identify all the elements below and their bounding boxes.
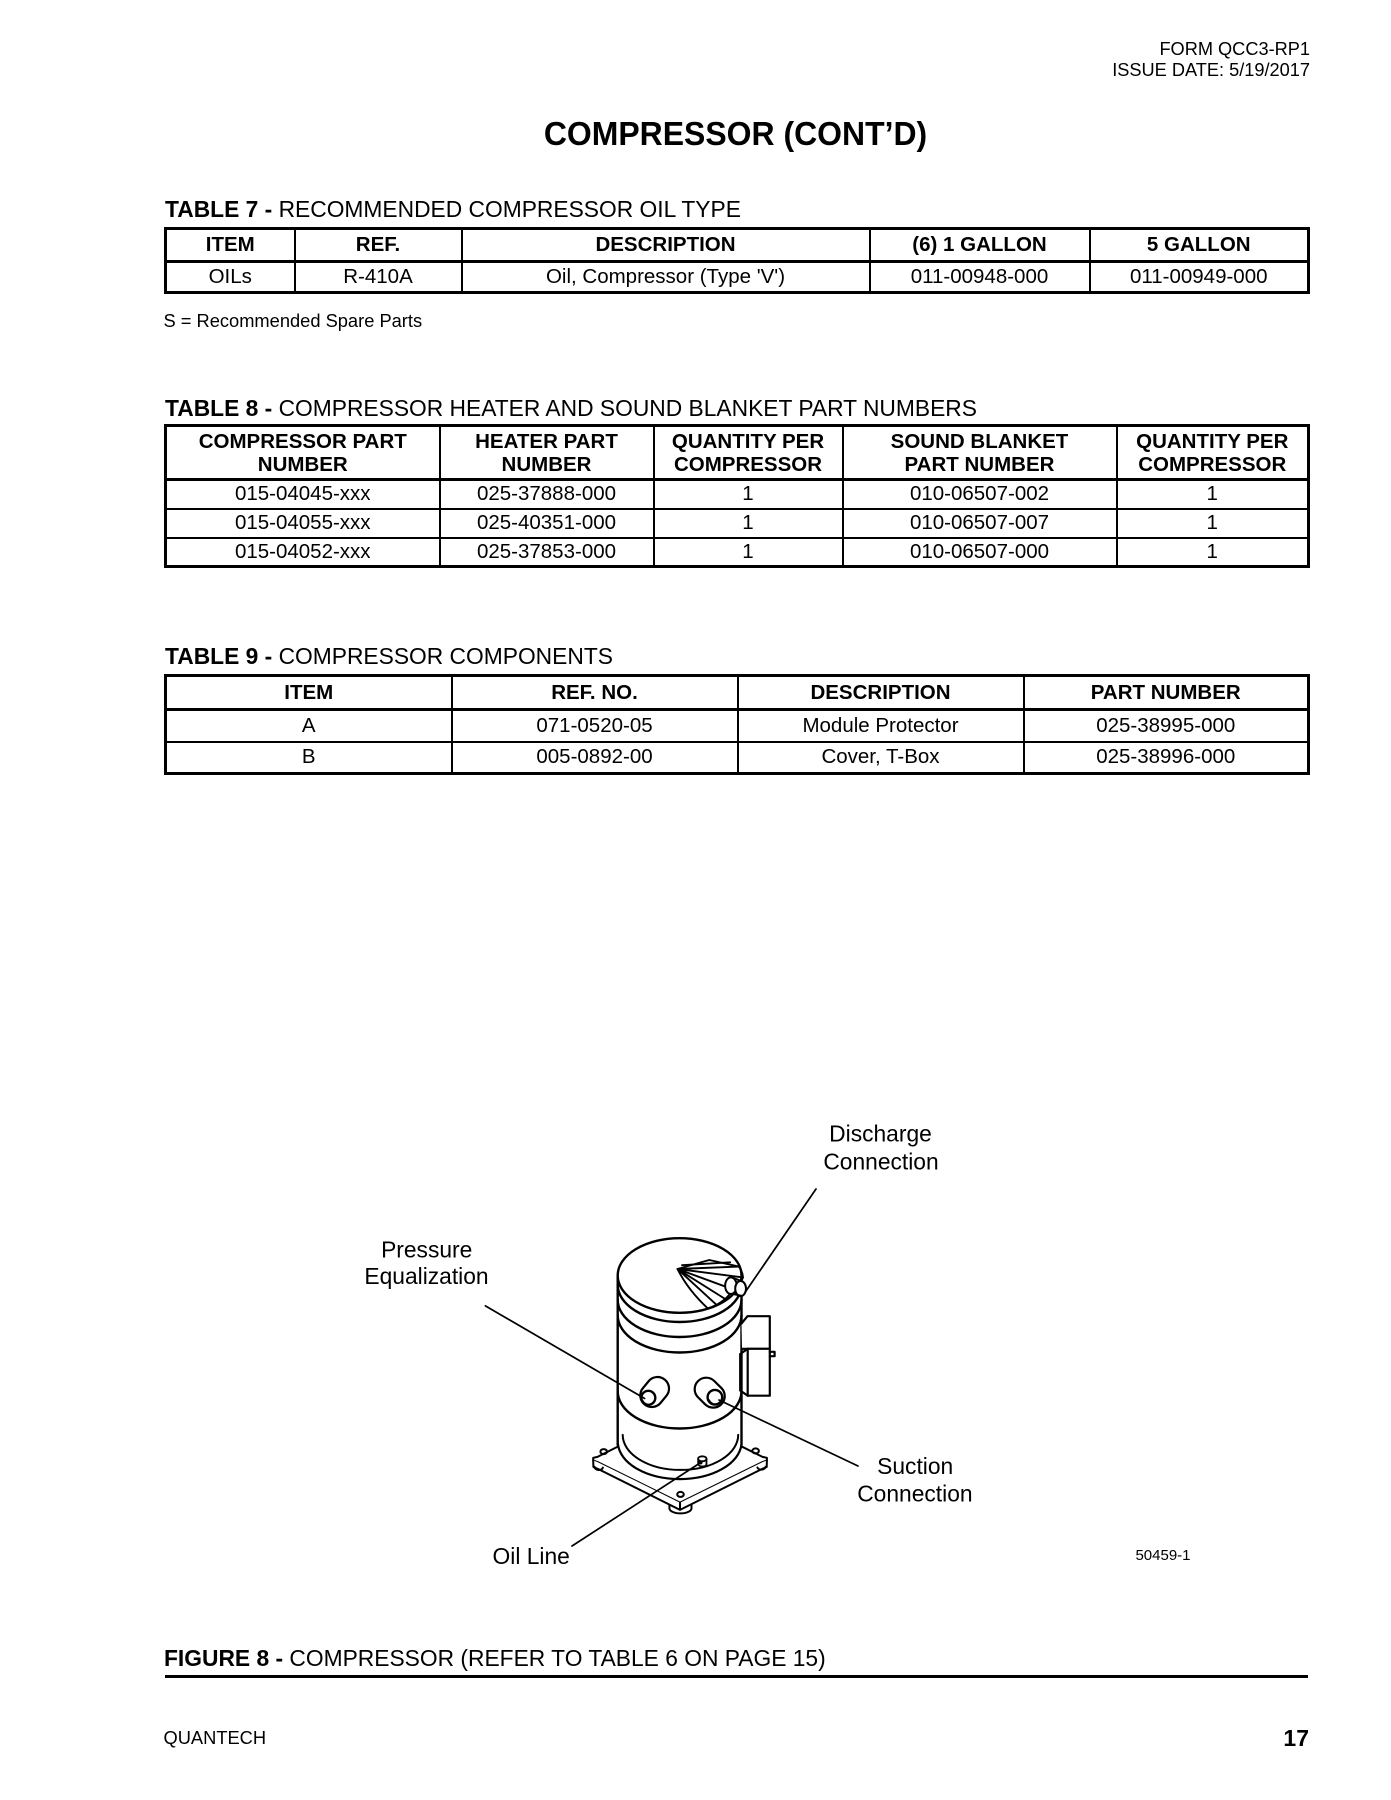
svg-text:Connection: Connection — [823, 1148, 938, 1174]
svg-text:Equalization: Equalization — [364, 1263, 488, 1289]
svg-text:50459-1: 50459-1 — [1135, 1547, 1190, 1564]
svg-text:Discharge: Discharge — [829, 1121, 932, 1147]
svg-text:Connection: Connection — [857, 1481, 972, 1507]
svg-text:Suction: Suction — [877, 1453, 953, 1479]
svg-text:Pressure: Pressure — [381, 1237, 472, 1263]
svg-text:Oil Line: Oil Line — [493, 1543, 570, 1569]
